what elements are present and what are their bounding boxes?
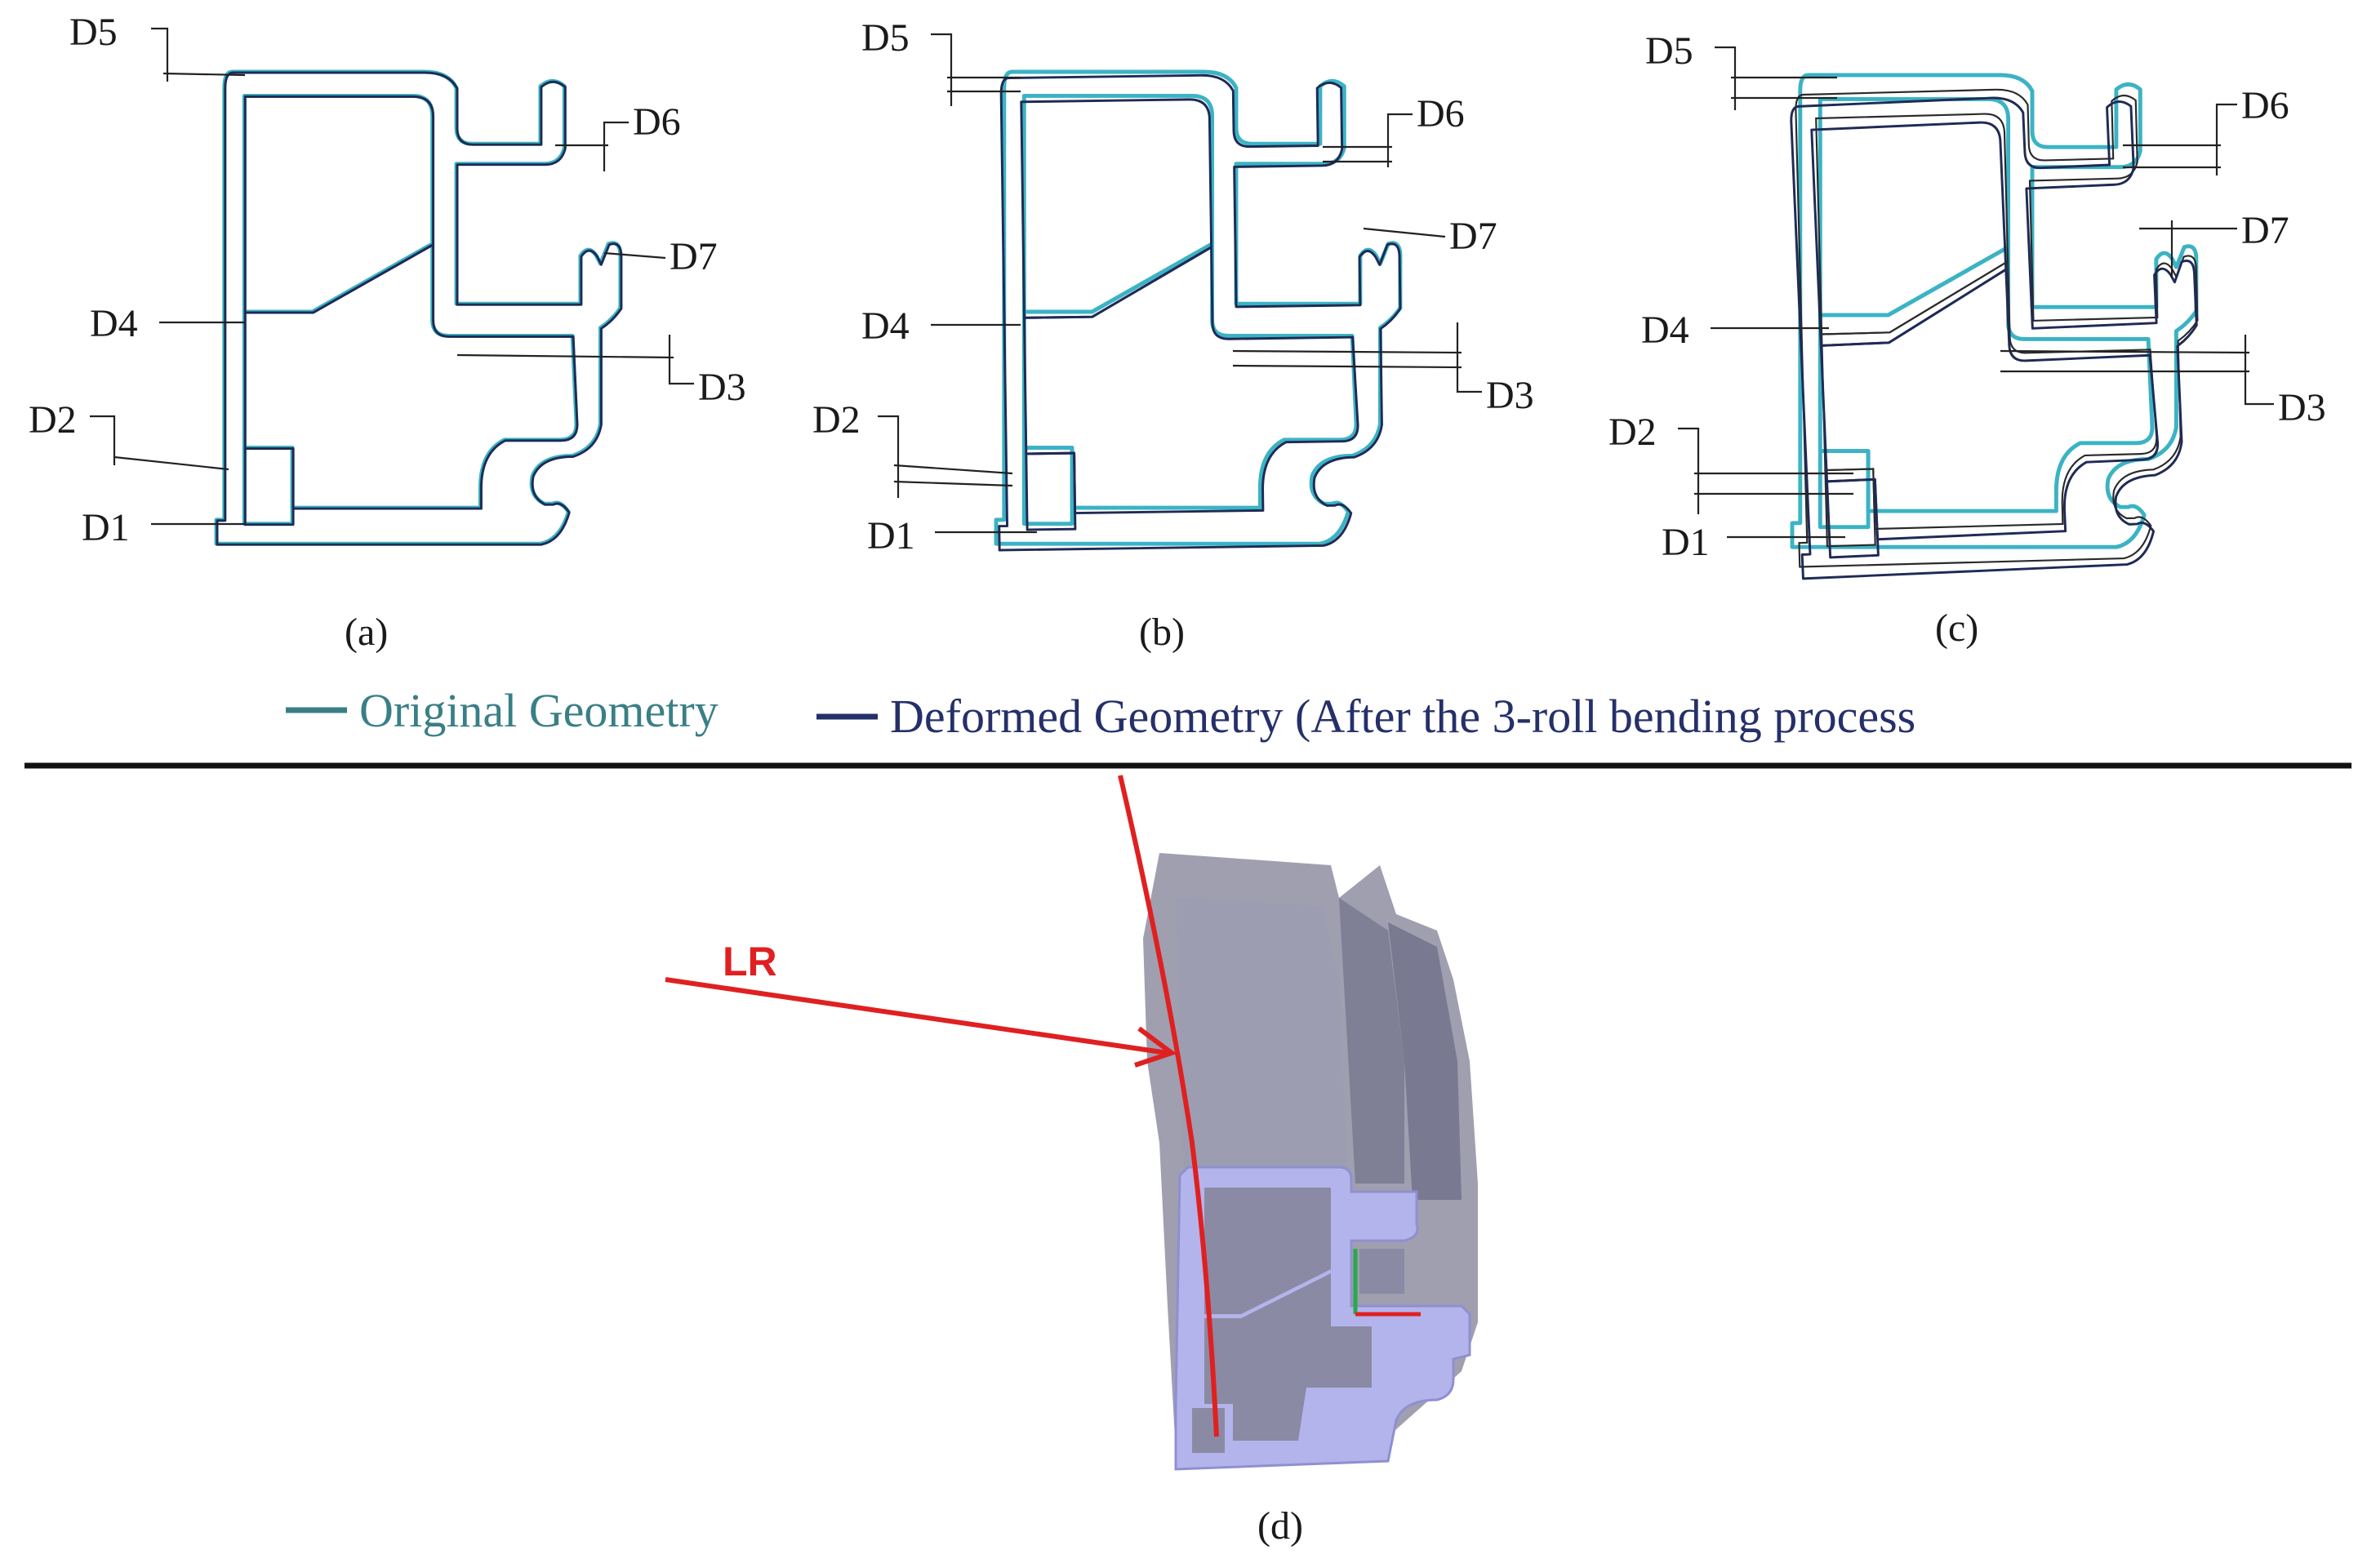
label-d5-a: D5 bbox=[69, 11, 118, 54]
label-d5-b: D5 bbox=[861, 16, 910, 60]
panel-d-3d-profile: LR bbox=[665, 775, 1478, 1471]
caption-b: (b) bbox=[1139, 611, 1185, 654]
legend: Original Geometry Deformed Geometry (Aft… bbox=[286, 684, 1915, 743]
label-d3-a: D3 bbox=[698, 366, 746, 409]
label-d6-b: D6 bbox=[1417, 92, 1465, 135]
label-d4-a: D4 bbox=[90, 302, 138, 345]
label-d7-c: D7 bbox=[2241, 209, 2289, 252]
panel-a bbox=[216, 72, 621, 546]
label-d7-a: D7 bbox=[670, 235, 718, 278]
legend-original-label: Original Geometry bbox=[359, 684, 719, 737]
lr-arrow-head bbox=[1134, 1026, 1177, 1068]
panel-c bbox=[1781, 75, 2209, 580]
label-d1-a: D1 bbox=[82, 506, 130, 549]
lr-label: LR bbox=[723, 939, 777, 984]
label-d2-a: D2 bbox=[29, 398, 77, 442]
label-d6-c: D6 bbox=[2241, 84, 2289, 127]
lr-curve bbox=[1118, 775, 1219, 1437]
dims-a: D5 D6 D7 D3 D4 D2 D1 bbox=[29, 11, 746, 549]
label-d7-b: D7 bbox=[1449, 215, 1497, 258]
label-d4-b: D4 bbox=[861, 304, 910, 348]
label-d6-a: D6 bbox=[633, 100, 681, 144]
label-d2-c: D2 bbox=[1608, 411, 1657, 454]
label-d2-b: D2 bbox=[812, 398, 861, 442]
panel-b bbox=[991, 72, 1405, 552]
label-d4-c: D4 bbox=[1641, 309, 1689, 352]
label-d3-c: D3 bbox=[2278, 386, 2326, 429]
dims-c: D5 D6 D7 D3 D4 D2 D1 bbox=[1608, 29, 2326, 564]
caption-a: (a) bbox=[345, 611, 388, 654]
label-d1-c: D1 bbox=[1662, 521, 1710, 564]
caption-c: (c) bbox=[1935, 606, 1978, 650]
dims-b: D5 D6 D7 D3 D4 D2 D1 bbox=[812, 16, 1534, 557]
caption-d: (d) bbox=[1257, 1504, 1303, 1548]
label-d1-b: D1 bbox=[867, 514, 915, 557]
lr-arrow-line bbox=[665, 977, 1168, 1055]
label-d5-c: D5 bbox=[1645, 29, 1693, 73]
label-d3-b: D3 bbox=[1486, 374, 1534, 417]
original-geometry-a bbox=[216, 72, 621, 546]
legend-deformed-label: Deformed Geometry (After the 3-roll bend… bbox=[890, 690, 1915, 743]
